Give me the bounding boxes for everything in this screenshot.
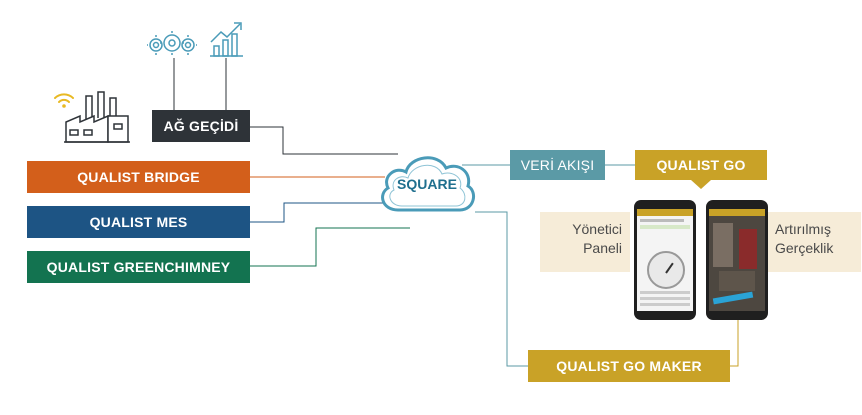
phone-status-bar — [709, 209, 765, 216]
admin-panel-label: Yönetici Paneli — [540, 212, 630, 272]
square-cloud: SQUARE — [374, 148, 480, 222]
qualist-go-maker-node: QUALIST GO MAKER — [528, 350, 730, 382]
qualist-greenchimney-label: QUALIST GREENCHIMNEY — [46, 259, 231, 275]
admin-panel-line1: Yönetici — [572, 221, 622, 237]
phone-text-line — [640, 291, 690, 294]
phone-text-line — [640, 219, 684, 222]
ar-overlay-tag — [712, 291, 754, 305]
gauge-icon — [647, 251, 685, 289]
ar-phone — [706, 200, 768, 320]
qualist-bridge-node: QUALIST BRIDGE — [27, 161, 250, 193]
go-pointer — [691, 180, 711, 189]
data-flow-node: VERİ AKIŞI — [510, 150, 605, 180]
machine-graphic — [713, 223, 733, 267]
machine-graphic — [719, 271, 755, 291]
qualist-mes-label: QUALIST MES — [89, 214, 188, 230]
admin-phone-screen — [637, 209, 693, 311]
admin-panel-line2: Paneli — [583, 240, 622, 256]
phone-text-line — [640, 225, 690, 229]
phone-text-line — [640, 297, 690, 300]
wifi-icon — [52, 90, 76, 110]
factory-icon — [62, 86, 132, 144]
augmented-reality-line2: Gerçeklik — [775, 240, 834, 256]
admin-phone — [634, 200, 696, 320]
phone-text-line — [640, 303, 690, 306]
qualist-bridge-label: QUALIST BRIDGE — [77, 169, 200, 185]
growth-chart-icon — [208, 20, 244, 58]
gears-icon — [146, 30, 198, 58]
gateway-label: AĞ GEÇİDİ — [163, 118, 239, 134]
augmented-reality-line1: Artırılmış — [775, 221, 831, 237]
phone-status-bar — [637, 209, 693, 216]
gauge-needle — [665, 262, 674, 274]
qualist-go-node: QUALIST GO — [635, 150, 767, 180]
qualist-go-label: QUALIST GO — [656, 157, 746, 173]
qualist-mes-node: QUALIST MES — [27, 206, 250, 238]
ar-phone-screen — [709, 209, 765, 311]
machine-graphic — [739, 229, 757, 269]
cloud-icon — [381, 156, 476, 212]
cloud-label: SQUARE — [397, 176, 457, 192]
data-flow-label: VERİ AKIŞI — [520, 157, 595, 173]
gateway-node: AĞ GEÇİDİ — [152, 110, 250, 142]
qualist-greenchimney-node: QUALIST GREENCHIMNEY — [27, 251, 250, 283]
qualist-go-maker-label: QUALIST GO MAKER — [556, 358, 702, 374]
augmented-reality-label: Artırılmış Gerçeklik — [765, 212, 861, 272]
